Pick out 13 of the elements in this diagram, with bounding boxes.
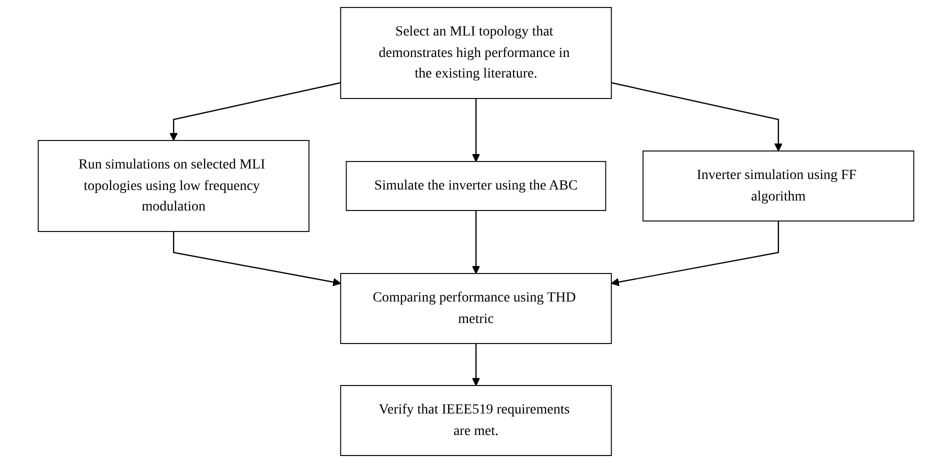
node-box: Run simulations on selected MLI topologies using low frequency modulation (38, 140, 310, 232)
arrow (472, 344, 480, 386)
arrow (472, 210, 480, 274)
arrow (611, 82, 782, 152)
node-box: Comparing performance using THD metric (340, 273, 612, 344)
node-box: Inverter simulation using FF algorithm (642, 150, 914, 222)
node-box: Select an MLI topology that demonstrates high performance in the existing literature. (340, 7, 612, 99)
arrow (472, 98, 480, 162)
node-box: Simulate the inverter using the ABC (346, 161, 606, 211)
arrow (610, 221, 779, 286)
arrow (170, 82, 341, 141)
arrow (173, 232, 342, 286)
node-box: Verify that IEEE519 requirements are met. (340, 385, 612, 456)
